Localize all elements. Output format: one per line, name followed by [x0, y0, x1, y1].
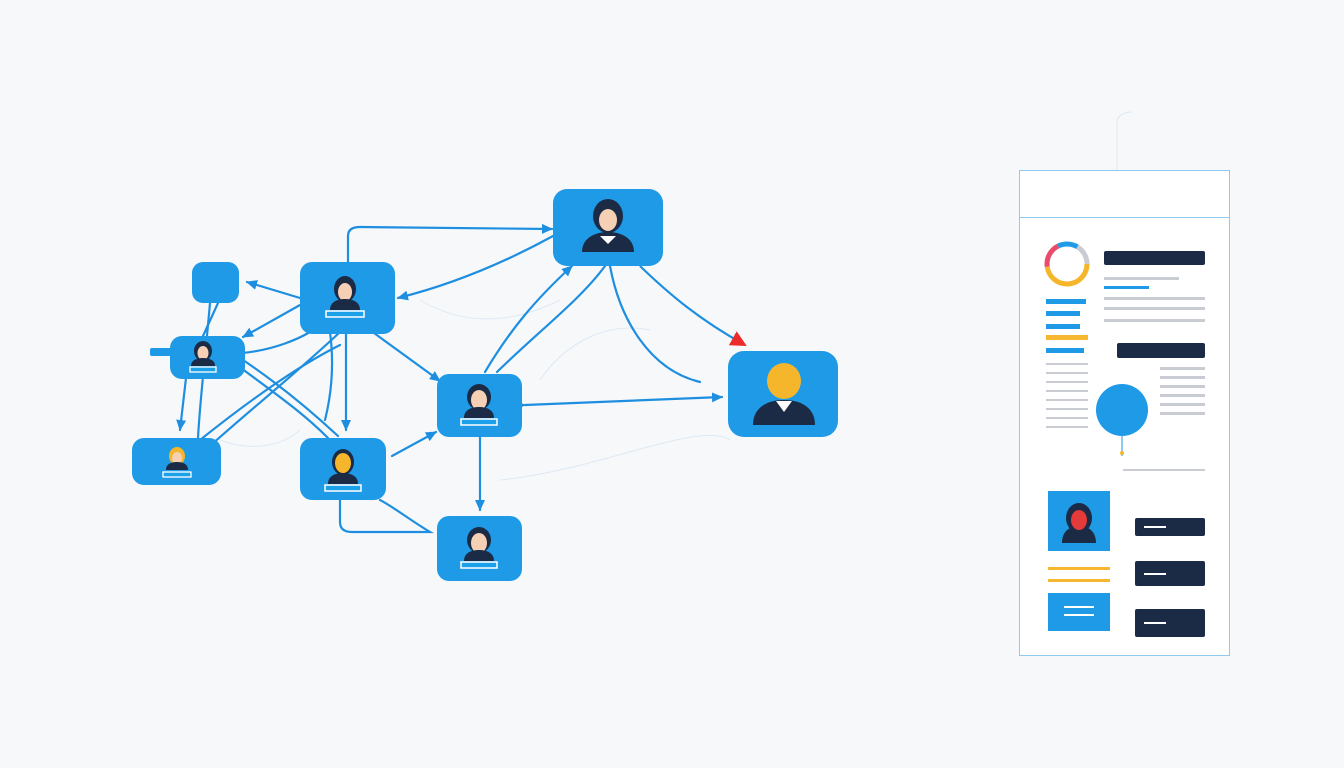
- donut-chart-icon: [1044, 241, 1090, 287]
- panel-row-button[interactable]: [1135, 609, 1205, 637]
- person-icon: [753, 363, 815, 425]
- panel-text-line: [1104, 277, 1179, 280]
- edge-top-to-lefttop: [396, 234, 555, 301]
- person-icon: [328, 449, 358, 484]
- panel-text-line: [1046, 390, 1088, 392]
- diagram-edges: [176, 223, 724, 534]
- panel-text-line: [1046, 363, 1088, 365]
- diagram-nodes: [132, 189, 838, 581]
- person-icon: [330, 276, 360, 310]
- panel-highlight-bar: [1048, 567, 1110, 570]
- panel-stat-bar: [1046, 324, 1080, 329]
- name-bar: [460, 561, 498, 569]
- edge-center-to-top-a: [483, 264, 574, 374]
- node-left-bottom[interactable]: [132, 438, 221, 485]
- panel-stat-bar: [1046, 299, 1086, 304]
- person-icon: [191, 341, 215, 366]
- edge-leftmid-to-centerleft-b: [241, 358, 340, 438]
- edge-lefttop-to-center: [372, 331, 442, 383]
- profile-photo-icon: [1048, 491, 1110, 551]
- edge-top-to-target-highlighted: [639, 265, 747, 346]
- panel-text-line: [1104, 286, 1149, 289]
- panel-connector-line: [1123, 469, 1205, 471]
- panel-text-line: [1160, 367, 1205, 370]
- panel-row-button[interactable]: [1135, 561, 1205, 586]
- edge-small-down-1: [201, 301, 220, 338]
- panel-text-line: [1160, 403, 1205, 406]
- edge-centerleft-to-center: [390, 430, 438, 458]
- edge-top-curve-down: [608, 264, 702, 384]
- node-left-top[interactable]: [300, 262, 395, 334]
- panel-connector-dot: [1120, 451, 1124, 455]
- panel-text-line: [1046, 408, 1088, 410]
- node-center[interactable]: [437, 374, 522, 437]
- panel-header-divider: [1020, 217, 1229, 218]
- edge-lefttop-to-leftbottom: [208, 330, 342, 448]
- panel-text-line: [1104, 297, 1205, 300]
- name-bar: [189, 366, 217, 373]
- name-bar: [460, 418, 498, 426]
- node-center-left[interactable]: [300, 438, 386, 500]
- name-bar: [325, 310, 365, 318]
- edge-leftmid-to-centerleft-a: [231, 360, 330, 440]
- panel-text-line: [1104, 319, 1205, 322]
- panel-text-line: [1160, 412, 1205, 415]
- node-target[interactable]: [728, 351, 838, 437]
- node-left-mid[interactable]: [170, 336, 245, 379]
- panel-stat-bar: [1046, 311, 1080, 316]
- edge-centerleft-loop: [338, 498, 434, 534]
- panel-text-line: [1160, 394, 1205, 397]
- blue-circle-icon: [1096, 384, 1148, 436]
- node-bottom[interactable]: [437, 516, 522, 581]
- panel-text-line: [1160, 385, 1205, 388]
- panel-action-card[interactable]: [1048, 593, 1110, 631]
- node-top[interactable]: [553, 189, 663, 266]
- background-sketch-lines: [219, 111, 1133, 481]
- edge-curve-lefttop: [323, 330, 334, 422]
- edge-leftmid-horizontal: [240, 330, 312, 355]
- panel-stat-bar: [1046, 348, 1084, 353]
- panel-text-line: [1104, 307, 1205, 310]
- person-icon: [464, 384, 494, 418]
- edge-leftmid-cross: [198, 343, 342, 442]
- edge-center-to-top-b: [495, 264, 607, 374]
- panel-subheading-bar: [1117, 343, 1205, 358]
- edge-leftmid-to-leftbottom: [176, 376, 188, 432]
- panel-highlight-bar: [1048, 579, 1110, 582]
- panel-text-line: [1046, 417, 1088, 419]
- node-small[interactable]: [192, 262, 239, 303]
- panel-text-line: [1046, 381, 1088, 383]
- edge-lefttop-to-top: [346, 223, 554, 264]
- edge-center-target: [514, 392, 724, 411]
- left-connector-stub: [150, 348, 174, 356]
- name-bar: [324, 484, 362, 492]
- panel-text-line: [1046, 426, 1088, 428]
- person-icon: [166, 447, 188, 470]
- panel-text-line: [1160, 376, 1205, 379]
- panel-heading-bar: [1104, 251, 1205, 265]
- panel-text-line: [1046, 399, 1088, 401]
- name-bar: [162, 471, 192, 478]
- panel-stat-bar: [1046, 335, 1088, 340]
- person-icon: [582, 199, 634, 252]
- edge-lefttop-to-leftmid: [241, 303, 302, 339]
- edge-lefttop-to-small: [245, 280, 302, 300]
- panel-text-line: [1046, 372, 1088, 374]
- person-icon: [464, 527, 494, 561]
- panel-row-button[interactable]: [1135, 518, 1205, 536]
- profile-detail-panel: [1019, 170, 1230, 656]
- panel-connector-line: [1121, 436, 1123, 456]
